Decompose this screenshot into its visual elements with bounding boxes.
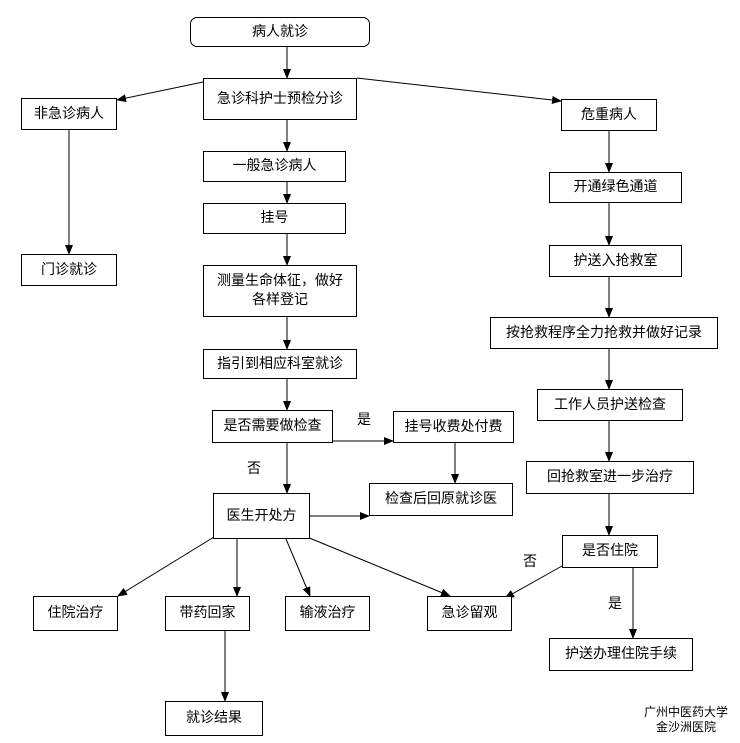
triage-node: 急诊科护士预检分诊 <box>203 78 357 120</box>
arrow-admitq-observe <box>504 565 563 599</box>
exam-return-node: 检查后回原就诊医 <box>369 483 513 516</box>
result-node: 就诊结果 <box>165 701 263 736</box>
arrow-prescribe-infusion <box>285 538 311 597</box>
escort-exam-node: 工作人员护送检查 <box>537 389 683 421</box>
pay-node: 挂号收费处付费 <box>393 411 514 443</box>
vitals-node: 测量生命体征，做好各样登记 <box>203 265 357 317</box>
escort-rescue-node: 护送入抢救室 <box>549 245 682 277</box>
green-channel-node: 开通绿色通道 <box>549 172 682 203</box>
no-label-exam: 否 <box>247 461 261 477</box>
non-emergency-node: 非急诊病人 <box>21 98 117 130</box>
arrow-triage-critical <box>356 77 562 104</box>
guide-node: 指引到相应科室就诊 <box>203 349 357 379</box>
need-exam-node: 是否需要做检查 <box>212 410 333 443</box>
arrow-triage-nonemergency <box>116 81 204 103</box>
general-patient-node: 一般急诊病人 <box>203 151 346 182</box>
arrow-prescribe-observe <box>306 536 451 597</box>
outpatient-node: 门诊就诊 <box>21 254 117 286</box>
observe-node: 急诊留观 <box>427 596 512 631</box>
infusion-node: 输液治疗 <box>285 596 370 631</box>
prescribe-node: 医生开处方 <box>213 493 310 539</box>
yes-label-admit: 是 <box>608 596 622 612</box>
register-node: 挂号 <box>203 203 346 234</box>
inpatient-node: 住院治疗 <box>33 596 118 631</box>
start-node: 病人就诊 <box>190 17 370 47</box>
no-label-admit: 否 <box>523 554 537 570</box>
rescue-record-node: 按抢救程序全力抢救并做好记录 <box>490 317 718 349</box>
admit-procedure-node: 护送办理住院手续 <box>549 638 693 671</box>
yes-label-exam: 是 <box>357 412 371 428</box>
admit-question-node: 是否住院 <box>562 535 658 568</box>
critical-node: 危重病人 <box>561 99 657 131</box>
return-treat-node: 回抢救室进一步治疗 <box>526 461 694 494</box>
footer-line-university: 广州中医药大学 <box>643 705 728 719</box>
footer-line-hospital: 金沙洲医院 <box>655 720 716 734</box>
arrow-prescribe-inpatient <box>117 536 215 597</box>
take-medicine-node: 带药回家 <box>165 596 250 631</box>
hospital-credit: 广州中医药大学 金沙洲医院 <box>644 705 728 735</box>
